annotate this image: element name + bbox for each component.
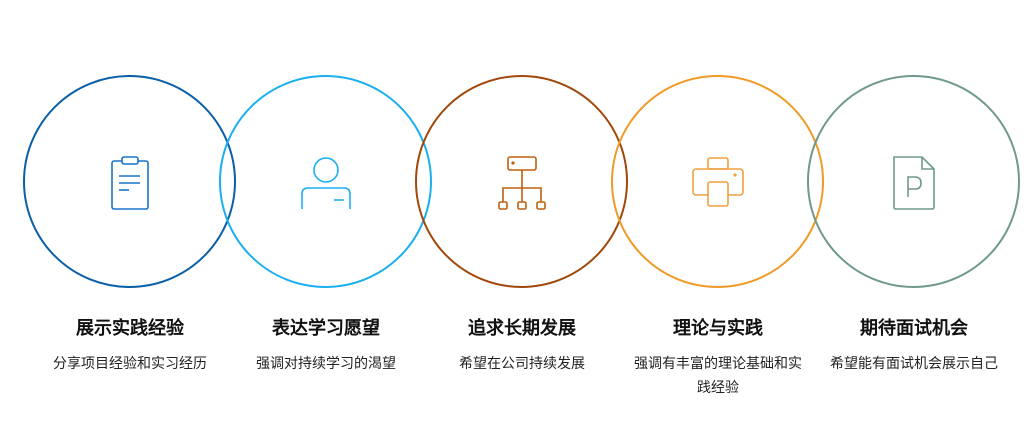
step-title: 展示实践经验: [76, 318, 184, 339]
step-description: 希望在公司持续发展: [459, 356, 585, 372]
org-chart-icon: [498, 156, 546, 210]
circle-5: [807, 75, 1020, 288]
step-description: 强调有丰富的理论基础和实践经验: [634, 356, 802, 396]
step-description: 分享项目经验和实习经历: [53, 356, 207, 372]
ppt-file-icon: [893, 156, 935, 210]
user-icon: [301, 157, 351, 209]
clipboard-icon: [111, 156, 149, 210]
step-title: 追求长期发展: [468, 318, 576, 339]
step-description: 希望能有面试机会展示自己: [830, 356, 998, 372]
step-title: 理论与实践: [673, 318, 763, 339]
step-description: 强调对持续学习的渴望: [256, 356, 396, 372]
step-title: 表达学习愿望: [272, 318, 380, 339]
printer-icon: [692, 157, 744, 207]
step-title: 期待面试机会: [860, 318, 968, 339]
